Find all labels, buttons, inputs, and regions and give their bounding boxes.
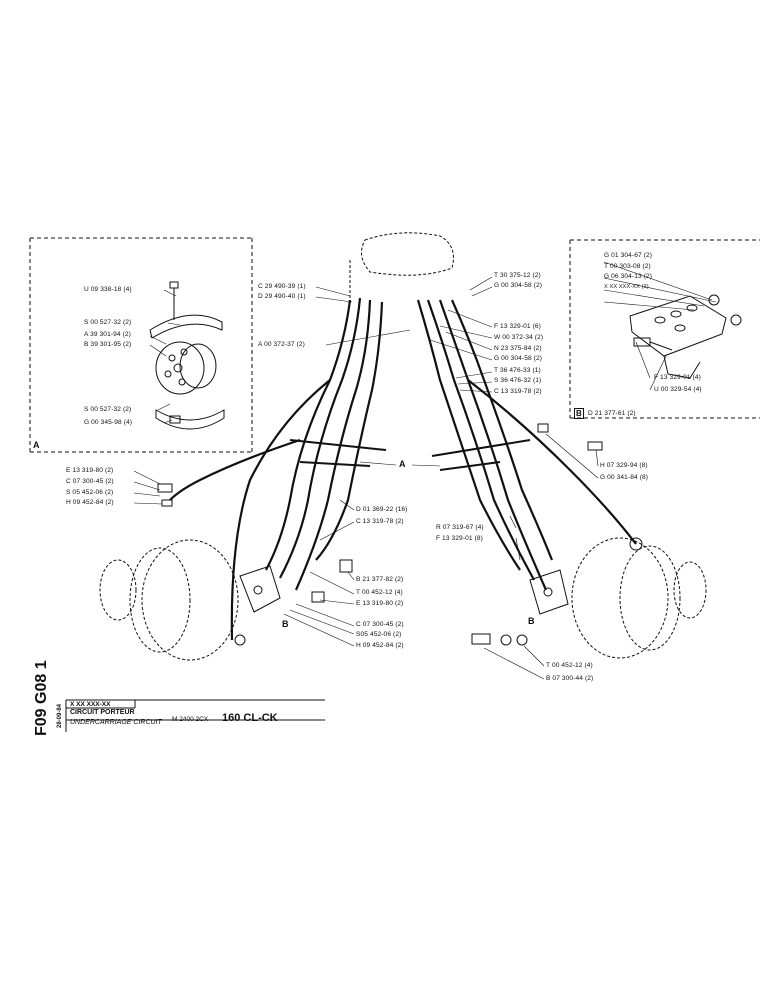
callout-label: B 21 377-82 (2) bbox=[356, 576, 404, 583]
inset-b-frame bbox=[569, 239, 760, 419]
callout-label: S 05 452-06 (2) bbox=[66, 489, 114, 496]
callout-label: D 01 369-22 (16) bbox=[356, 506, 408, 513]
detail-b-tag: B bbox=[528, 616, 535, 626]
inset-a-frame bbox=[29, 237, 253, 453]
callout-label: W 00 372-34 (2) bbox=[494, 334, 544, 341]
callout-label: X XX XXX-XX (2) bbox=[604, 284, 649, 290]
callout-label: C 13 319-78 (2) bbox=[356, 518, 404, 525]
callout-label: S05 452-06 (2) bbox=[356, 631, 402, 638]
callout-label: H 07 329-94 (8) bbox=[600, 462, 648, 469]
callout-label: F 13 329-01 (4) bbox=[654, 374, 701, 381]
hose-left-long bbox=[169, 438, 301, 501]
callout-label: T 00 303-08 (2) bbox=[604, 263, 651, 270]
callout-label: C 29 490-39 (1) bbox=[258, 283, 306, 290]
title-fr: CIRCUIT PORTEUR bbox=[70, 709, 135, 716]
wheel-right bbox=[571, 537, 707, 659]
callout-label: E 13 319-80 (2) bbox=[356, 600, 404, 607]
callout-label: R 07 319-67 (4) bbox=[436, 524, 484, 531]
callout-label: B 07 300-44 (2) bbox=[546, 675, 594, 682]
callout-label: G 01 304-67 (2) bbox=[604, 252, 653, 259]
callout-label: N 23 375-84 (2) bbox=[494, 345, 542, 352]
callout-label: G 00 304-58 (2) bbox=[494, 355, 543, 362]
callout-label: C 13 319-78 (2) bbox=[494, 388, 542, 395]
inset-a-tag: A bbox=[33, 440, 40, 450]
callout-label: S 00 527-32 (2) bbox=[84, 319, 132, 326]
callout-label: G 00 304-58 (2) bbox=[494, 282, 543, 289]
callout-label: F 13 329-01 (6) bbox=[494, 323, 541, 330]
callout-label: G 00 345-98 (4) bbox=[84, 419, 133, 426]
callout-label: B 39 301-95 (2) bbox=[84, 341, 132, 348]
callout-label: T 00 452-12 (4) bbox=[356, 589, 403, 596]
callout-label: S 36 476-32 (1) bbox=[494, 377, 542, 384]
callout-label: S 00 527-32 (2) bbox=[84, 406, 132, 413]
manifold-left bbox=[239, 565, 281, 613]
callout-label: U 09 338-18 (4) bbox=[84, 286, 132, 293]
callout-label: T 36 476-33 (1) bbox=[494, 367, 541, 374]
callout-label: D 29 490-40 (1) bbox=[258, 293, 306, 300]
model-name: 160 CL-CK bbox=[222, 712, 278, 724]
callout-label: G 00 341-84 (8) bbox=[600, 474, 649, 481]
callout-label: C 07 300-45 (2) bbox=[66, 478, 114, 485]
section-a-tag: A bbox=[399, 459, 406, 469]
hose-bundle-left bbox=[230, 297, 384, 641]
callout-label: T 30 375-12 (2) bbox=[494, 272, 541, 279]
inset-b-tag: B bbox=[574, 408, 584, 419]
inset-a-parts bbox=[149, 281, 225, 430]
callout-label: G 06 304-13 (2) bbox=[604, 273, 653, 280]
sheet-code: F09 G08 1 bbox=[33, 660, 50, 736]
callout-label: F 13 329-01 (8) bbox=[436, 535, 483, 542]
callout-label: A 39 301-94 (2) bbox=[84, 331, 131, 338]
fittings bbox=[157, 423, 643, 646]
detail-b-tag: B bbox=[282, 619, 289, 629]
hose-bundle-right bbox=[416, 299, 637, 591]
callout-label: H 09 452-84 (2) bbox=[356, 642, 404, 649]
callout-label: T 00 452-12 (4) bbox=[546, 662, 593, 669]
manifold-right bbox=[529, 569, 569, 615]
inset-b-ref: D 21 377-61 (2) bbox=[588, 410, 636, 417]
engine-outline bbox=[349, 232, 454, 300]
wheel-left bbox=[99, 539, 239, 661]
model-prefix: M 2400 2CX bbox=[172, 716, 209, 723]
title-en: UNDERCARRIAGE CIRCUIT bbox=[70, 719, 162, 726]
leader-lines bbox=[133, 261, 717, 680]
inset-b-parts bbox=[629, 294, 742, 379]
sheet-date: 28-09-84 bbox=[57, 703, 63, 728]
title-block-grid bbox=[65, 699, 325, 732]
callout-label: A 00 372-37 (2) bbox=[258, 341, 305, 348]
callout-label: U 00 329-54 (4) bbox=[654, 386, 702, 393]
sheet-ref: X XX XXX-XX bbox=[70, 701, 111, 708]
callout-label: E 13 319-80 (2) bbox=[66, 467, 114, 474]
clamp-bars bbox=[289, 439, 531, 471]
callout-label: H 09 452-84 (2) bbox=[66, 499, 114, 506]
callout-label: C 07 300-45 (2) bbox=[356, 621, 404, 628]
